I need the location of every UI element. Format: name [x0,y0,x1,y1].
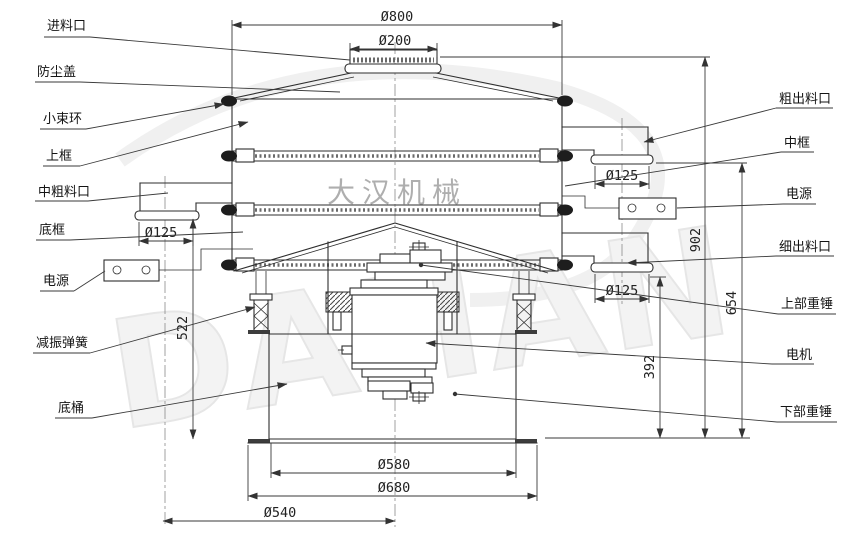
dimension-annotations: Ø800 Ø200 Ø125 Ø125 Ø125 902 654 392 [138,9,750,525]
inlet-pipe [344,49,442,74]
dim-base-diameter-inner: Ø580 [378,457,411,473]
motor-body [338,294,438,364]
label-damping-spring: 减振弹簧 [36,335,88,351]
part-labels-left: 进料口 防尘盖 小束环 上框 中粗料口 底框 电源 减振弹簧 底桶 [33,19,351,419]
label-dust-cover: 防尘盖 [37,64,76,80]
label-small-clamp-ring: 小束环 [43,112,82,127]
dim-total-height: 902 [688,228,704,252]
label-upper-weight: 上部重锤 [781,296,833,312]
dust-cover-cone [233,72,560,102]
dim-height-to-mid-screen: 654 [724,291,740,315]
power-box-left [103,248,253,282]
label-bottom-frame: 底框 [39,222,65,238]
dim-height-lower: 392 [642,355,658,379]
dim-right-lower-outlet-diameter: Ø125 [606,283,639,299]
dim-top-diameter: Ø800 [381,9,414,25]
label-mid-coarse-outlet: 中粗料口 [38,185,90,200]
machine-body [103,49,677,444]
spring-right [512,271,536,331]
dim-inlet-diameter: Ø200 [379,33,412,49]
label-inlet: 进料口 [47,19,86,34]
label-motor: 电机 [786,348,812,363]
label-bottom-barrel: 底桶 [58,400,84,416]
dim-outlet-offset: Ø540 [264,505,297,521]
label-power-right: 电源 [786,187,812,202]
spring-left [249,271,273,331]
label-upper-frame: 上框 [46,149,72,164]
watermark-brand-cn: 大汉机械 [327,176,467,209]
dim-right-upper-outlet-diameter: Ø125 [606,168,639,184]
part-labels-right: 粗出料口 中框 电源 细出料口 上部重锤 电机 下部重锤 [418,92,837,423]
discharge-cone [233,222,557,274]
upper-weight-stack [349,240,453,296]
dim-base-diameter-outer: Ø680 [378,480,411,496]
dim-left-outlet-diameter: Ø125 [145,225,178,241]
label-fine-outlet: 细出料口 [779,240,831,255]
label-middle-frame: 中框 [784,136,810,151]
label-coarse-outlet: 粗出料口 [779,92,831,107]
power-box-right [562,195,677,220]
clamp-rings [221,95,573,271]
bottom-barrel [247,330,538,444]
label-lower-weight: 下部重锤 [780,404,832,420]
dim-height-left: 522 [175,316,191,340]
lower-weight-stack [351,362,437,404]
left-outlet-pipe [134,182,233,221]
label-power-left: 电源 [43,274,69,289]
center-tube [325,241,460,334]
right-lower-outlet-pipe [561,232,654,273]
